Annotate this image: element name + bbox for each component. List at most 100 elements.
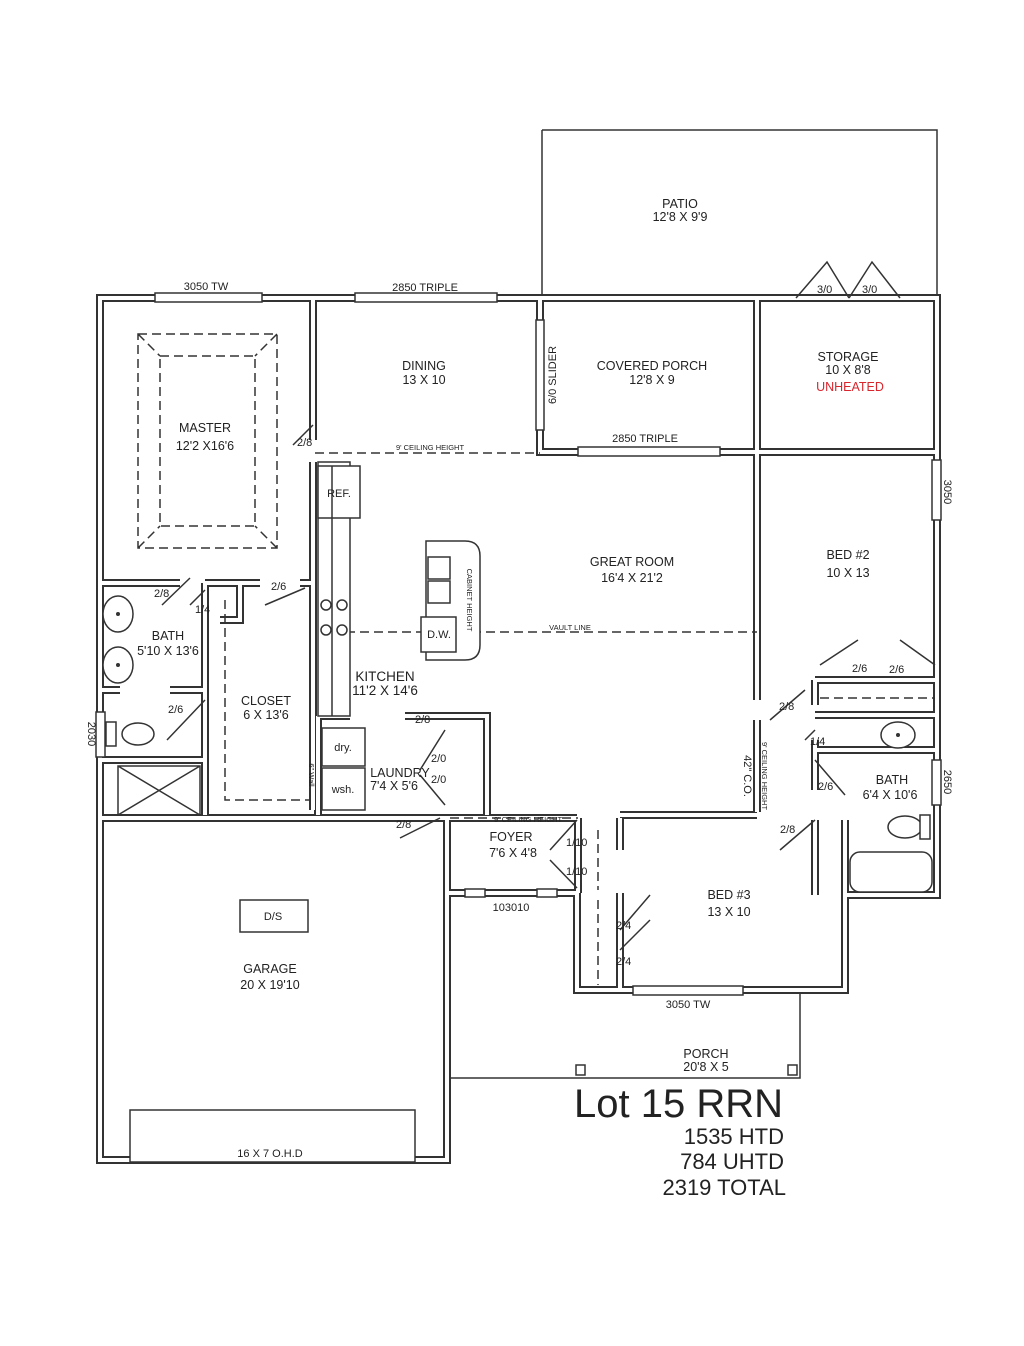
covered-porch-label: COVERED PORCH bbox=[597, 359, 707, 373]
window-label: 2850 TRIPLE bbox=[392, 282, 458, 294]
door-label: 2/0 bbox=[431, 774, 446, 786]
storage-label: STORAGE bbox=[818, 350, 879, 364]
door-label: 2/8 bbox=[297, 437, 312, 449]
ds-box bbox=[239, 899, 309, 933]
door-label: 2/6 bbox=[271, 581, 286, 593]
unheated-sqft: 784 UHTD bbox=[680, 1149, 784, 1174]
bathtub bbox=[849, 851, 933, 893]
patio-outline bbox=[541, 129, 938, 296]
wall-note: 6" Wall bbox=[307, 763, 316, 787]
foyer-size: 7'6 X 4'8 bbox=[489, 846, 537, 860]
dishwasher bbox=[420, 616, 457, 653]
dining-label: DINING bbox=[402, 359, 446, 373]
door-label: 2/8 bbox=[396, 819, 411, 831]
window-label: 6/0 SLIDER bbox=[547, 346, 559, 404]
toilet-tank bbox=[105, 721, 117, 747]
door-label: 2/6 bbox=[852, 663, 867, 675]
unheated-note: UNHEATED bbox=[816, 380, 884, 394]
door-label: 2/4 bbox=[616, 956, 631, 968]
washer-label: wsh. bbox=[331, 784, 355, 796]
porch-label: PORCH bbox=[683, 1047, 728, 1061]
walls bbox=[96, 294, 941, 1164]
room-labels: PATIO 12'8 X 9'9 DINING 13 X 10 COVERED … bbox=[137, 197, 917, 1074]
door-label: 2/6 bbox=[818, 781, 833, 793]
toilet-icon bbox=[887, 815, 923, 839]
storage-door-swings bbox=[795, 260, 901, 299]
bed2-size: 10 X 13 bbox=[826, 566, 869, 580]
range-icon bbox=[320, 599, 348, 636]
door-label: 2/4 bbox=[616, 920, 631, 932]
dryer-label: dry. bbox=[334, 742, 352, 754]
master-size: 12'2 X16'6 bbox=[176, 439, 234, 453]
refrigerator bbox=[317, 465, 361, 519]
window-label: 103010 bbox=[493, 902, 530, 914]
tray-ceiling bbox=[137, 333, 278, 549]
closet-label: CLOSET bbox=[241, 694, 291, 708]
laundry-size: 7'4 X 5'6 bbox=[370, 779, 418, 793]
window-label: 2850 TRIPLE bbox=[612, 433, 678, 445]
storage-size: 10 X 8'8 bbox=[825, 363, 871, 377]
ceiling-note: 9' CEILING HEIGHT bbox=[396, 443, 465, 452]
patio-size: 12'8 X 9'9 bbox=[653, 210, 708, 224]
foyer-label: FOYER bbox=[489, 830, 532, 844]
closet-size: 6 X 13'6 bbox=[243, 708, 289, 722]
bed2-label: BED #2 bbox=[826, 548, 869, 562]
lot-title: Lot 15 RRN bbox=[574, 1082, 783, 1126]
door-label: 2/6 bbox=[889, 664, 904, 676]
kitchen-label: KITCHEN bbox=[355, 669, 414, 684]
laundry-label: LAUNDRY bbox=[370, 766, 430, 780]
porch-post bbox=[575, 1064, 586, 1076]
door-label: 2/8 bbox=[779, 701, 794, 713]
window-label: 3050 TW bbox=[184, 281, 229, 293]
cabinet-note: CABINET HEIGHT bbox=[465, 569, 474, 632]
bed3-size: 13 X 10 bbox=[707, 905, 750, 919]
shower bbox=[117, 765, 201, 816]
kitchen-size: 11'2 X 14'6 bbox=[352, 683, 418, 698]
dryer bbox=[321, 727, 366, 767]
door-label: 3/0 bbox=[862, 284, 877, 296]
garage-label: GARAGE bbox=[243, 962, 297, 976]
bed3-label: BED #3 bbox=[707, 888, 750, 902]
sink-icon bbox=[427, 580, 451, 604]
dw-label: D.W. bbox=[427, 629, 451, 641]
door-labels: 3/0 3/0 2/8 2/8 1/4 2/6 2/6 2/8 2/0 2/0 … bbox=[154, 284, 904, 968]
master-bath-label: BATH bbox=[152, 629, 184, 643]
door-label: 2/8 bbox=[780, 824, 795, 836]
door-label: 1/4 bbox=[195, 604, 210, 616]
window-label: 2030 bbox=[85, 722, 97, 746]
notes: 9' CEILING HEIGHT 9' CEILING HEIGHT 9' C… bbox=[307, 443, 769, 824]
door-label: 1/10 bbox=[566, 866, 587, 878]
great-room-label: GREAT ROOM bbox=[590, 555, 674, 569]
toilet-icon bbox=[121, 722, 155, 746]
covered-porch-size: 12'8 X 9 bbox=[629, 373, 675, 387]
door-label: 2/8 bbox=[154, 588, 169, 600]
closet-shelf bbox=[224, 600, 310, 801]
door-label: 3/0 bbox=[817, 284, 832, 296]
garage-size: 20 X 19'10 bbox=[240, 978, 299, 992]
door-label: 2/6 bbox=[168, 704, 183, 716]
ceiling-note: 9' CEILING HEIGHT bbox=[494, 815, 563, 824]
porch-post bbox=[787, 1064, 798, 1076]
door-label: 1/10 bbox=[566, 837, 587, 849]
door-swings bbox=[161, 424, 936, 951]
door-label: 2/0 bbox=[431, 753, 446, 765]
ref-label: REF. bbox=[327, 488, 351, 500]
porch-size: 20'8 X 5 bbox=[683, 1060, 729, 1074]
bath2-size: 6'4 X 10'6 bbox=[863, 788, 918, 802]
garage-door-label: 16 X 7 O.H.D bbox=[237, 1148, 302, 1160]
sink-icon bbox=[427, 556, 451, 580]
ceiling-note: 9' CEILING HEIGHT bbox=[760, 742, 769, 811]
windows bbox=[95, 292, 942, 1163]
dining-size: 13 X 10 bbox=[402, 373, 445, 387]
vault-note: VAULT LINE bbox=[549, 623, 591, 632]
window-label: 3050 TW bbox=[666, 999, 711, 1011]
door-label: 2/8 bbox=[415, 714, 430, 726]
patio-label: PATIO bbox=[662, 197, 698, 211]
master-label: MASTER bbox=[179, 421, 231, 435]
heated-sqft: 1535 HTD bbox=[684, 1124, 784, 1149]
door-label: 1/4 bbox=[810, 736, 825, 748]
ds-label: D/S bbox=[264, 911, 282, 923]
window-labels: 3050 TW 2850 TRIPLE 2850 TRIPLE 6/0 SLID… bbox=[85, 281, 953, 1160]
toilet-tank bbox=[919, 814, 931, 840]
bath2-label: BATH bbox=[876, 773, 908, 787]
